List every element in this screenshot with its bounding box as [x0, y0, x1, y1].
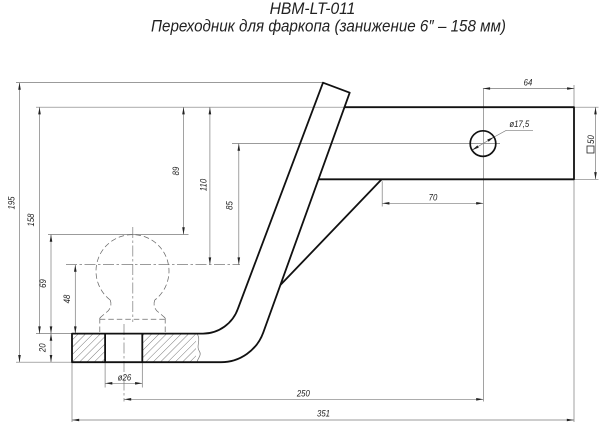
svg-text:110: 110	[198, 179, 209, 192]
svg-text:158: 158	[25, 213, 36, 226]
svg-text:250: 250	[296, 388, 310, 399]
svg-text:64: 64	[524, 77, 533, 88]
svg-text:20: 20	[37, 343, 48, 353]
svg-text:89: 89	[170, 167, 181, 176]
svg-text:85: 85	[224, 201, 235, 210]
svg-text:ø26: ø26	[118, 372, 132, 383]
svg-text:48: 48	[61, 295, 72, 304]
svg-text:50: 50	[585, 135, 596, 144]
svg-text:351: 351	[317, 408, 330, 419]
svg-text:195: 195	[6, 196, 17, 209]
svg-text:70: 70	[429, 192, 438, 203]
svg-text:HBM-LT-011: HBM-LT-011	[270, 0, 356, 18]
svg-text:Переходник для фаркопа (заниж: Переходник для фаркопа (занижение 6″ – 1…	[151, 18, 506, 36]
svg-text:69: 69	[37, 279, 48, 288]
svg-text:ø17,5: ø17,5	[509, 118, 529, 129]
